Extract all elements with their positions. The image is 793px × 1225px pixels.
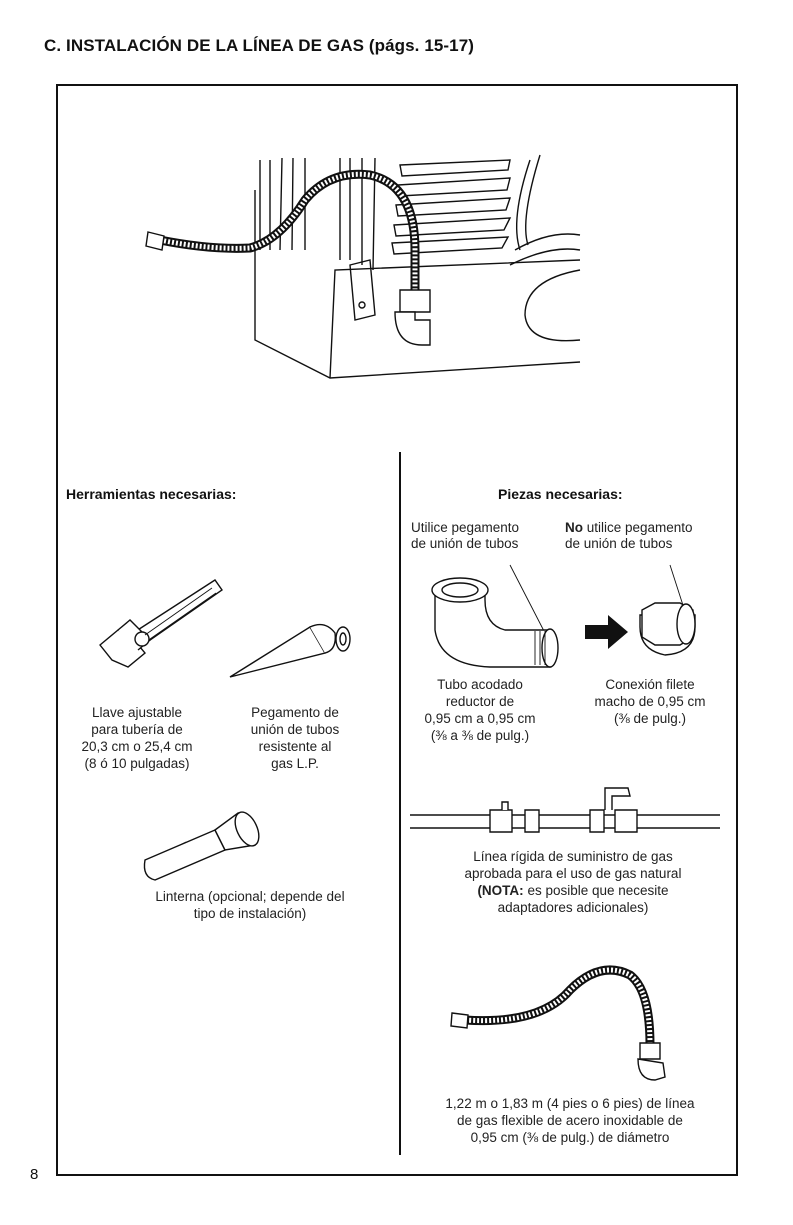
tools-title: Herramientas necesarias: [66, 486, 237, 502]
pipe-compound-tube-icon [225, 615, 355, 685]
page-number: 8 [30, 1166, 39, 1183]
rigid-line-caption: Línea rígida de suministro de gas aproba… [464, 849, 682, 915]
parts-title: Piezas necesarias: [498, 486, 623, 502]
flashlight-icon [140, 805, 270, 885]
flexible-gas-line-illustration [450, 955, 675, 1085]
pipe-wrench-icon [90, 575, 230, 675]
content-frame [56, 84, 738, 1176]
rigid-gas-line-illustration [410, 780, 725, 840]
flex-line-caption: 1,22 m o 1,83 m (4 pies o 6 pies) de lín… [445, 1096, 695, 1145]
section-heading: C. INSTALACIÓN DE LA LÍNEA DE GAS (págs.… [44, 36, 475, 55]
no-compound-label: No utilice pegamento de unión de tubos [565, 520, 693, 551]
elbow-fitting-illustration [410, 555, 730, 675]
dryer-gas-connection-illustration [130, 140, 590, 385]
column-divider [399, 452, 401, 1155]
